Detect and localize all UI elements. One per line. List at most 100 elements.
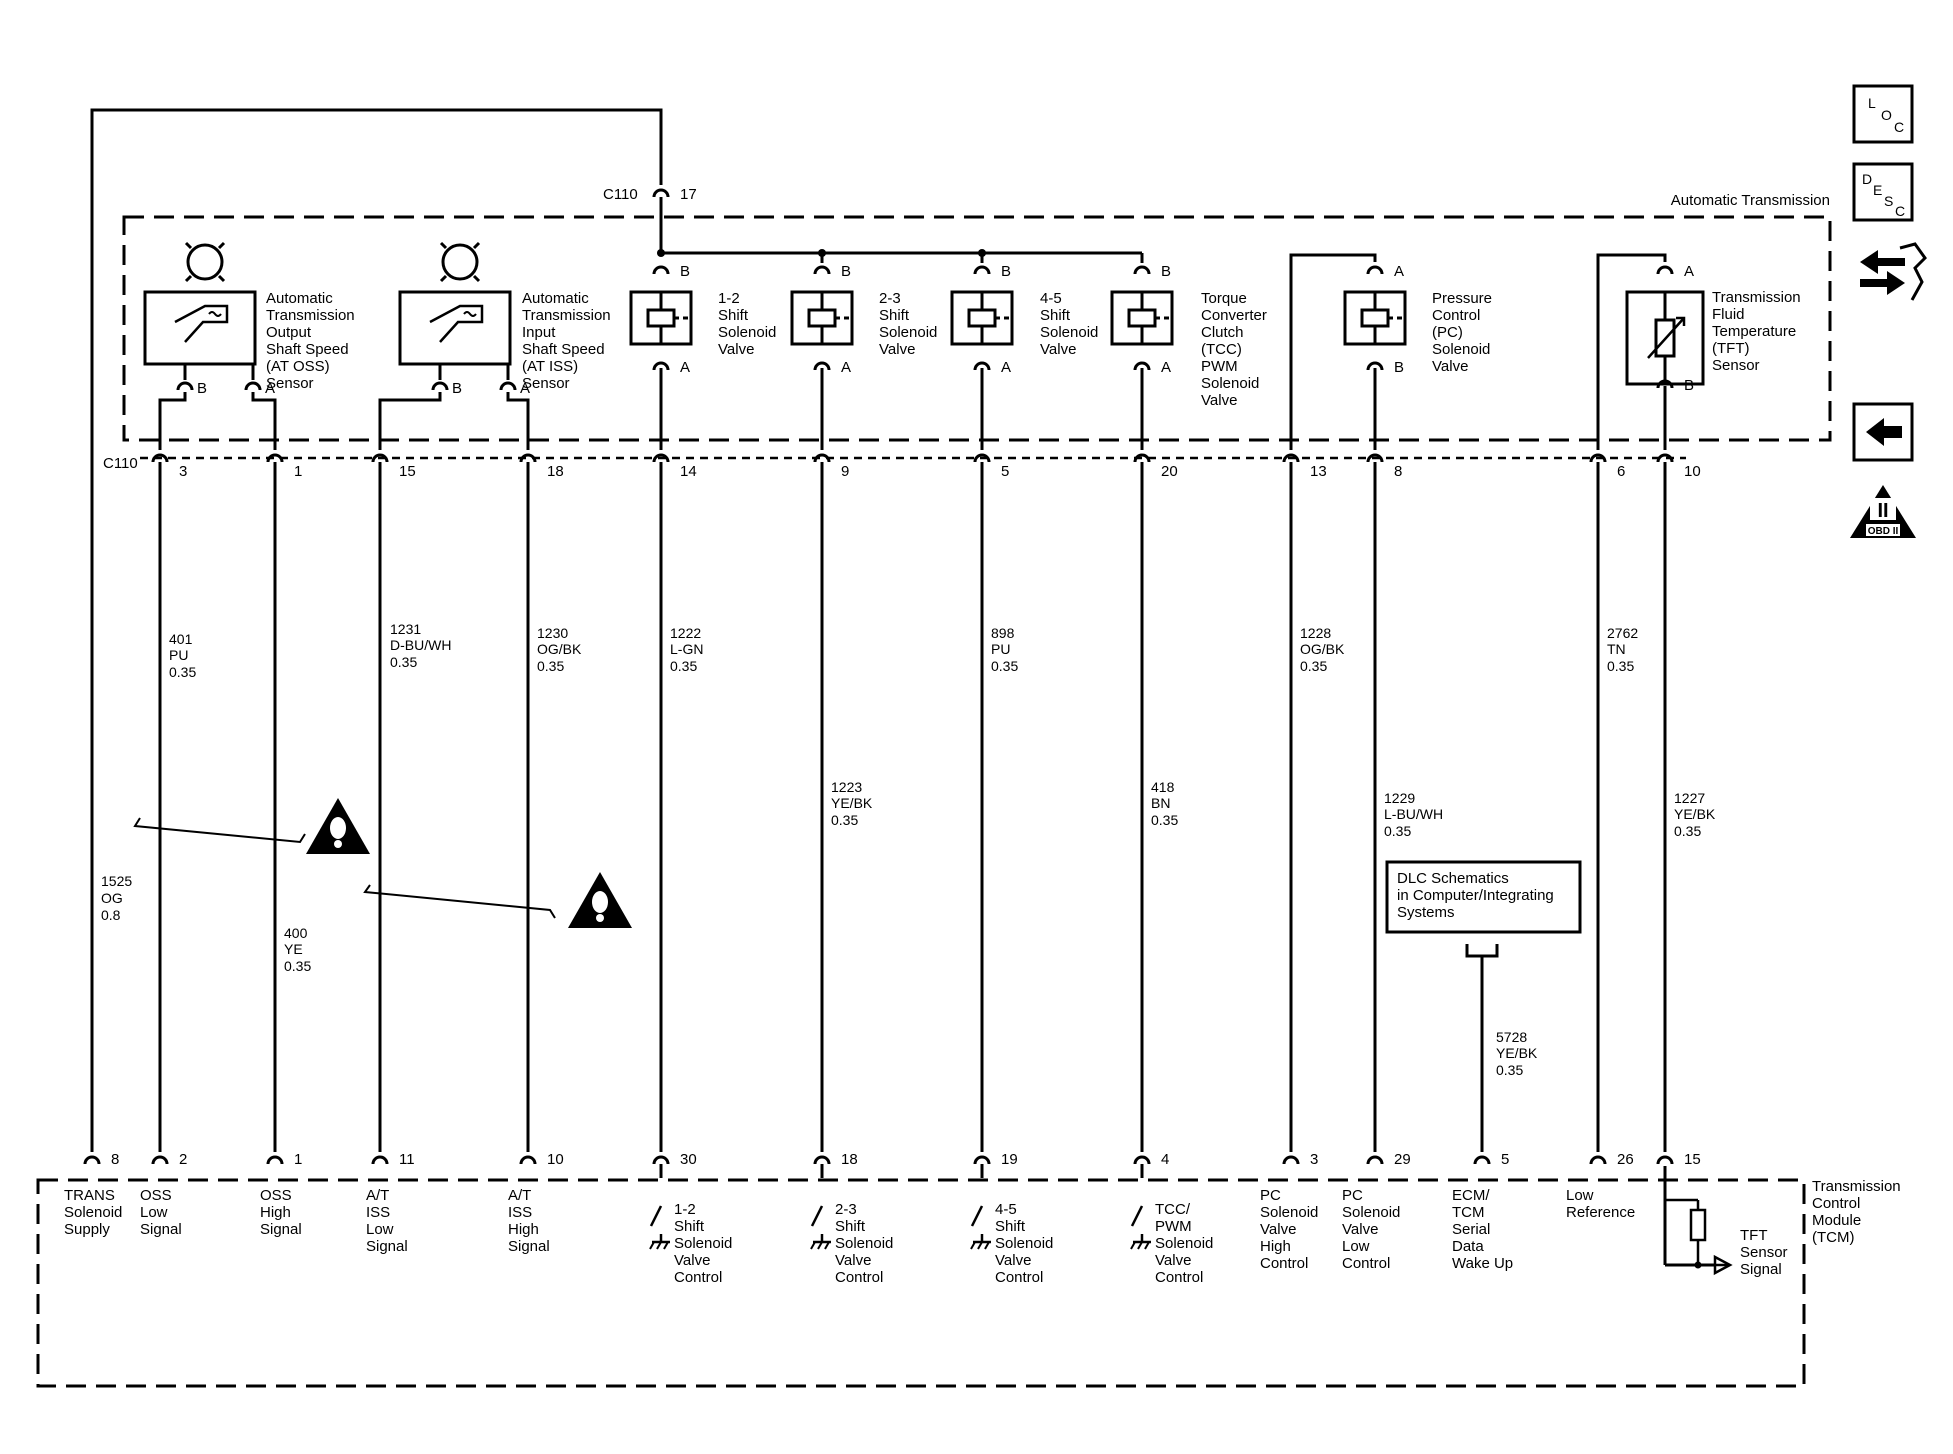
svg-text:Transmission: Transmission bbox=[1812, 1178, 1901, 1195]
tcm-pin: 10 bbox=[547, 1151, 564, 1168]
svg-text:Valve: Valve bbox=[718, 341, 754, 358]
svg-text:Output: Output bbox=[266, 324, 312, 341]
svg-text:(TCC): (TCC) bbox=[1201, 341, 1242, 358]
component-pin: B bbox=[197, 380, 207, 397]
c110-pin: 6 bbox=[1617, 463, 1625, 480]
tcc-valve: B Torque Converter Clutch (TCC) PWM Sole… bbox=[1110, 263, 1267, 409]
svg-text:Valve: Valve bbox=[879, 341, 915, 358]
component-pin: A bbox=[520, 380, 530, 397]
c110-pin: 14 bbox=[680, 463, 697, 480]
svg-text:Sensor: Sensor bbox=[266, 375, 314, 392]
svg-text:Sensor: Sensor bbox=[1712, 357, 1760, 374]
svg-text:OG: OG bbox=[101, 890, 123, 906]
circuit-pc-high: 131228OG/BK0.353PCSolenoidValveHighContr… bbox=[1260, 253, 1377, 1272]
svg-text:Solenoid: Solenoid bbox=[879, 324, 937, 341]
wire-label: L-BU/WH bbox=[1384, 806, 1443, 822]
svg-text:(TCM): (TCM) bbox=[1812, 1229, 1854, 1246]
wire-label: 0.35 bbox=[1384, 823, 1411, 839]
svg-text:(AT ISS): (AT ISS) bbox=[522, 358, 578, 375]
tcm-pin: 4 bbox=[1161, 1151, 1169, 1168]
svg-text:(PC): (PC) bbox=[1432, 324, 1463, 341]
tcm-circuit-label: Valve bbox=[995, 1252, 1031, 1269]
wire-label: PU bbox=[991, 641, 1010, 657]
tcm-circuit-label: PC bbox=[1260, 1187, 1281, 1204]
component-pin: A bbox=[841, 359, 851, 376]
tcm-circuit-label: Control bbox=[1260, 1255, 1308, 1272]
back-arrow-icon[interactable] bbox=[1852, 402, 1914, 462]
svg-text:Systems: Systems bbox=[1397, 904, 1455, 921]
wire-label: 0.35 bbox=[169, 664, 196, 680]
tcm-circuit-label: Low bbox=[366, 1221, 394, 1238]
svg-text:PWM: PWM bbox=[1201, 358, 1238, 375]
svg-text:Solenoid: Solenoid bbox=[1432, 341, 1490, 358]
tcm-label: Transmission Control Module (TCM) bbox=[1812, 1178, 1901, 1246]
connector-end-view-icon[interactable] bbox=[1860, 242, 1927, 301]
tcm-circuit-label: Low bbox=[1342, 1238, 1370, 1255]
svg-text:B: B bbox=[841, 263, 851, 280]
tcm-circuit-label: 1-2 bbox=[674, 1201, 696, 1218]
c110-pin: 13 bbox=[1310, 463, 1327, 480]
tcm-pin: 19 bbox=[1001, 1151, 1018, 1168]
svg-text:Solenoid: Solenoid bbox=[718, 324, 776, 341]
tcm-pin: 30 bbox=[680, 1151, 697, 1168]
svg-text:C: C bbox=[1895, 203, 1905, 219]
loc-icon[interactable]: L O C bbox=[1852, 84, 1914, 144]
obd-ii-icon[interactable]: II OBD II bbox=[1850, 485, 1916, 538]
wire-label: L-GN bbox=[670, 641, 703, 657]
c110-pin: 15 bbox=[399, 463, 416, 480]
wire-label: 1231 bbox=[390, 621, 421, 637]
svg-text:Control: Control bbox=[1432, 307, 1480, 324]
wire-label: 0.35 bbox=[537, 658, 564, 674]
tcm-pin: 18 bbox=[841, 1151, 858, 1168]
tcm-circuit-label: Signal bbox=[260, 1221, 302, 1238]
wire-label: 0.35 bbox=[1496, 1062, 1523, 1078]
automatic-transmission-label: Automatic Transmission bbox=[1671, 192, 1830, 209]
svg-text:A: A bbox=[1684, 263, 1694, 280]
svg-text:Solenoid: Solenoid bbox=[64, 1204, 122, 1221]
svg-text:Valve: Valve bbox=[1040, 341, 1076, 358]
wire-label: 401 bbox=[169, 631, 193, 647]
svg-text:OBD II: OBD II bbox=[1868, 526, 1899, 537]
tcm-circuit-label: Wake Up bbox=[1452, 1255, 1513, 1272]
tcm-circuit-label: Signal bbox=[366, 1238, 408, 1255]
svg-text:Input: Input bbox=[522, 324, 556, 341]
tcm-pin: 29 bbox=[1394, 1151, 1411, 1168]
wire-label: PU bbox=[169, 647, 188, 663]
svg-text:Control: Control bbox=[1812, 1195, 1860, 1212]
svg-text:Clutch: Clutch bbox=[1201, 324, 1244, 341]
c110-pin: 18 bbox=[547, 463, 564, 480]
svg-text:O: O bbox=[1881, 107, 1892, 123]
warning-icon bbox=[363, 872, 632, 928]
wire-label: 898 bbox=[991, 625, 1015, 641]
svg-text:1525: 1525 bbox=[101, 873, 132, 889]
svg-text:Fluid: Fluid bbox=[1712, 306, 1745, 323]
desc-icon[interactable]: D E S C bbox=[1852, 162, 1914, 222]
wire-label: 0.35 bbox=[991, 658, 1018, 674]
wire-label: 1227 bbox=[1674, 790, 1705, 806]
svg-text:Valve: Valve bbox=[1432, 358, 1468, 375]
tft-signal-internal bbox=[1663, 1166, 1733, 1276]
tcm-pin: 26 bbox=[1617, 1151, 1634, 1168]
warning-icon bbox=[133, 798, 370, 854]
tcm-pin: 15 bbox=[1684, 1151, 1701, 1168]
tcm-circuit-label: Control bbox=[1155, 1269, 1203, 1286]
tcm-circuit-label: TCM bbox=[1452, 1204, 1485, 1221]
tcm-circuit-label: 4-5 bbox=[995, 1201, 1017, 1218]
svg-text:S: S bbox=[1884, 193, 1893, 209]
tcm-circuit-label: Data bbox=[1452, 1238, 1484, 1255]
wire-label: 0.35 bbox=[1607, 658, 1634, 674]
dlc-schematics-box: DLC Schematics in Computer/Integrating S… bbox=[1385, 860, 1582, 958]
svg-text:in Computer/Integrating: in Computer/Integrating bbox=[1397, 887, 1554, 904]
tcm-circuit-label: Reference bbox=[1566, 1204, 1635, 1221]
wire-label: 2762 bbox=[1607, 625, 1638, 641]
tcm-circuit-label: Shift bbox=[995, 1218, 1026, 1235]
wire-label: 418 bbox=[1151, 779, 1175, 795]
wire-label: 1229 bbox=[1384, 790, 1415, 806]
wire-label: 0.35 bbox=[670, 658, 697, 674]
